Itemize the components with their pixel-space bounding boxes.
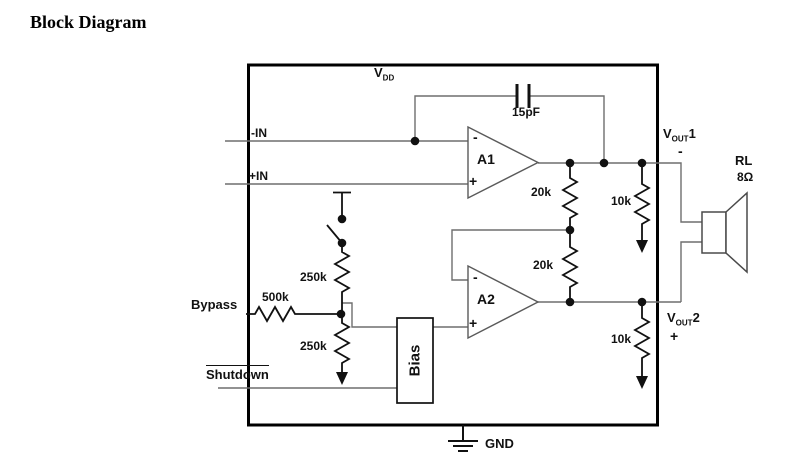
feedback-wire-left [414,95,516,141]
bias-block-label: Bias [397,318,433,403]
value-label-20k-bottom: 20k [533,258,554,272]
vout2-label: VOUT2 [667,310,700,328]
junction-dots [336,136,647,319]
value-label-250k-top: 250k [300,270,327,284]
vout2-suffix: 2 [692,310,700,325]
value-label-10k-bottom: 10k [611,332,632,346]
junction-20k-mid [565,225,575,235]
junction-a2-out-10k [637,297,647,307]
pin-label-pos-input: +IN [249,169,269,183]
vout1-main: V [663,126,672,141]
speaker-magnet [701,211,727,254]
vout1-wire [538,162,702,223]
speaker-symbol [701,191,748,274]
vout2-polarity: + [670,328,679,344]
vout2-main: V [667,310,676,325]
opamp-a1-symbol [467,125,540,200]
pin-label-vdd: VDD [374,65,395,83]
shutdown-switch-symbol [326,191,351,248]
a2-feedback-wire [451,229,570,281]
vout2-sub: OUT [675,318,693,328]
arrow-terminations [336,240,648,389]
a2-label: A2 [477,291,495,307]
a1-label: A1 [477,151,495,167]
a1-noninverting-sign: + [469,173,478,189]
junction-a1-out-20k [565,158,575,168]
speaker-cone [725,191,748,274]
value-label-10k-top: 10k [611,194,632,208]
load-value-label: 8Ω [737,170,754,184]
pin-label-shutdown: Shutdown [206,365,269,382]
ground-symbol [448,425,478,452]
junction-bypass-node [336,309,346,319]
switch-contact-bottom [337,238,347,248]
resistor-20k-bottom [561,230,579,302]
page-title: Block Diagram [30,12,147,32]
feedback-capacitor-symbol [515,84,531,108]
opamp-a2-symbol [467,264,540,340]
resistors [246,163,651,376]
vout1-suffix: 1 [688,126,696,141]
arrow-10k-top [636,240,648,253]
resistor-250k-bottom [333,314,351,372]
pin-label-gnd: GND [485,436,514,451]
bypass-to-bias-wire [342,302,397,328]
vdd-sub: DD [382,73,395,83]
vout1-polarity: - [678,143,683,159]
value-label-15pf: 15pF [512,105,541,119]
vout1-sub: OUT [671,134,689,144]
wires [218,95,702,389]
feedback-wire-right [530,95,605,163]
junction-a1-out-10k [637,158,647,168]
resistor-500k [246,305,341,323]
resistor-250k-top [333,247,351,314]
bias-block-symbol [396,317,434,404]
a2-inverting-sign: - [473,269,478,285]
value-label-20k-top: 20k [531,185,552,199]
speaker-return-wire [680,241,702,302]
a1-inverting-sign: - [473,129,478,145]
junction-a2-out-20k [565,297,575,307]
ic-boundary-box [247,63,659,427]
bias-text: Bias [406,344,424,377]
value-label-500k: 500k [262,290,289,304]
resistor-10k-bottom [633,302,651,376]
pin-label-neg-input: -IN [251,126,267,140]
load-name-label: RL [735,153,753,168]
value-label-250k-bottom: 250k [300,339,327,353]
vdd-main: V [374,65,383,80]
pin-label-bypass: Bypass [191,297,238,312]
junction-a1-out-feedback [599,158,609,168]
shutdown-text: Shutdown [206,365,269,382]
switch-contact-top [337,214,347,224]
vout1-label: VOUT1 [663,126,696,144]
a2-noninverting-sign: + [469,315,478,331]
resistor-10k-top [633,163,651,240]
resistor-20k-top [561,163,579,230]
arrow-250k-bottom [336,372,348,385]
junction-neg-input [410,136,420,146]
arrow-10k-bottom [636,376,648,389]
